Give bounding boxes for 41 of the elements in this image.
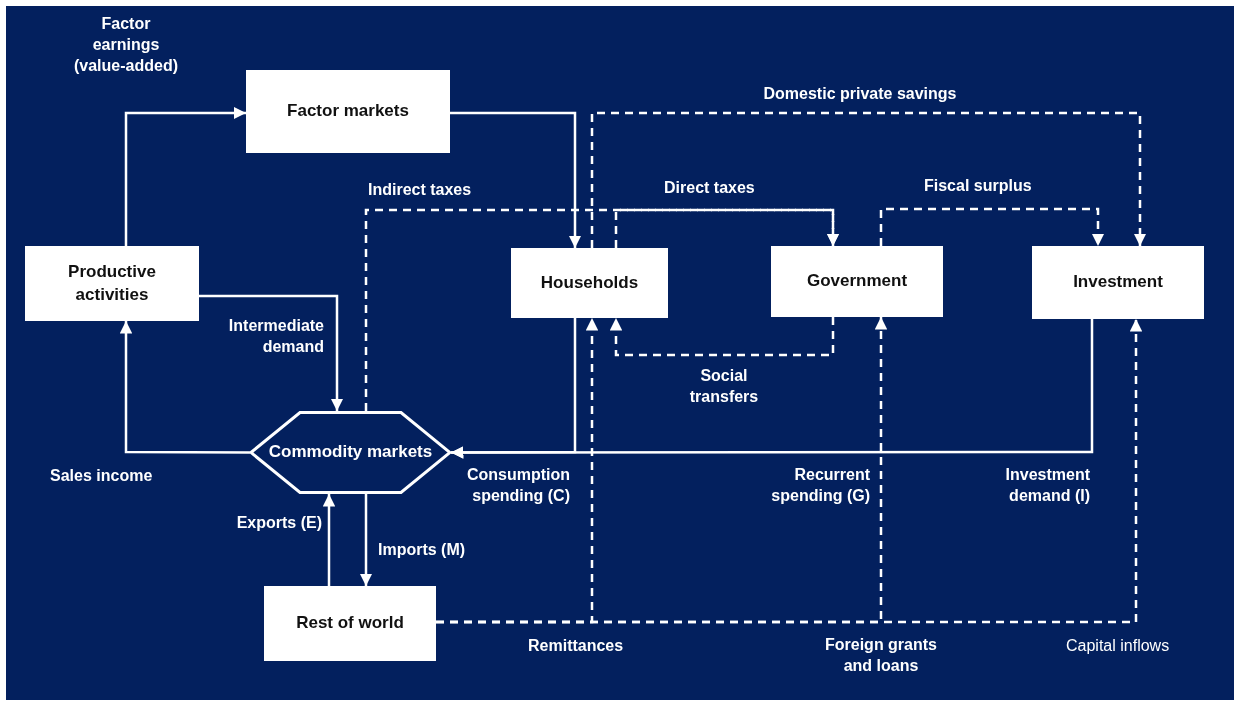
process-box xyxy=(25,246,199,321)
arrow xyxy=(451,319,1094,459)
edge-label: Capital inflows xyxy=(1066,636,1171,656)
arrow xyxy=(609,317,835,357)
node-label: Government xyxy=(805,270,909,293)
edge-label: Remittances xyxy=(528,636,625,656)
edge-label: Foreign grants and loans xyxy=(824,635,938,676)
node-label: Factor markets xyxy=(286,100,410,123)
arrow xyxy=(359,494,373,586)
node-label: Investment xyxy=(1072,271,1164,294)
edge-label: Intermediate demand xyxy=(227,316,324,357)
process-box xyxy=(511,248,668,318)
flow-label: Recurrent spending (G) xyxy=(770,465,870,506)
process-box xyxy=(771,246,943,317)
arrow xyxy=(590,111,1147,248)
edge-label: Investment demand (I) xyxy=(1004,465,1090,506)
edge-label: Sales income xyxy=(50,466,154,486)
node-label: Households xyxy=(539,271,640,294)
edge-label: Exports (E) xyxy=(235,513,322,533)
node-label: Commodity markets xyxy=(267,441,434,464)
process-box xyxy=(264,586,436,661)
arrow xyxy=(436,319,1143,624)
edge-label: Consumption spending (C) xyxy=(465,465,570,506)
edge-label: Factor earnings (value-added) xyxy=(73,14,179,76)
edge-label: Indirect taxes xyxy=(368,180,473,200)
arrow xyxy=(119,321,250,454)
edge-label: Domestic private savings xyxy=(762,84,958,104)
node-label: Rest of world xyxy=(295,612,405,635)
edge-label: Social transfers xyxy=(688,366,760,407)
node-label: Productive activities xyxy=(67,261,157,306)
arrow xyxy=(199,294,344,411)
arrow xyxy=(322,494,336,586)
arrow xyxy=(879,207,1105,246)
edge-label: Direct taxes xyxy=(664,178,756,198)
edge-label: Imports (M) xyxy=(378,540,467,560)
arrow xyxy=(124,106,246,246)
process-box xyxy=(246,70,450,153)
edge-label: Fiscal surplus xyxy=(924,176,1033,196)
arrow xyxy=(450,111,582,248)
arrow xyxy=(614,208,840,248)
process-box xyxy=(1032,246,1204,319)
